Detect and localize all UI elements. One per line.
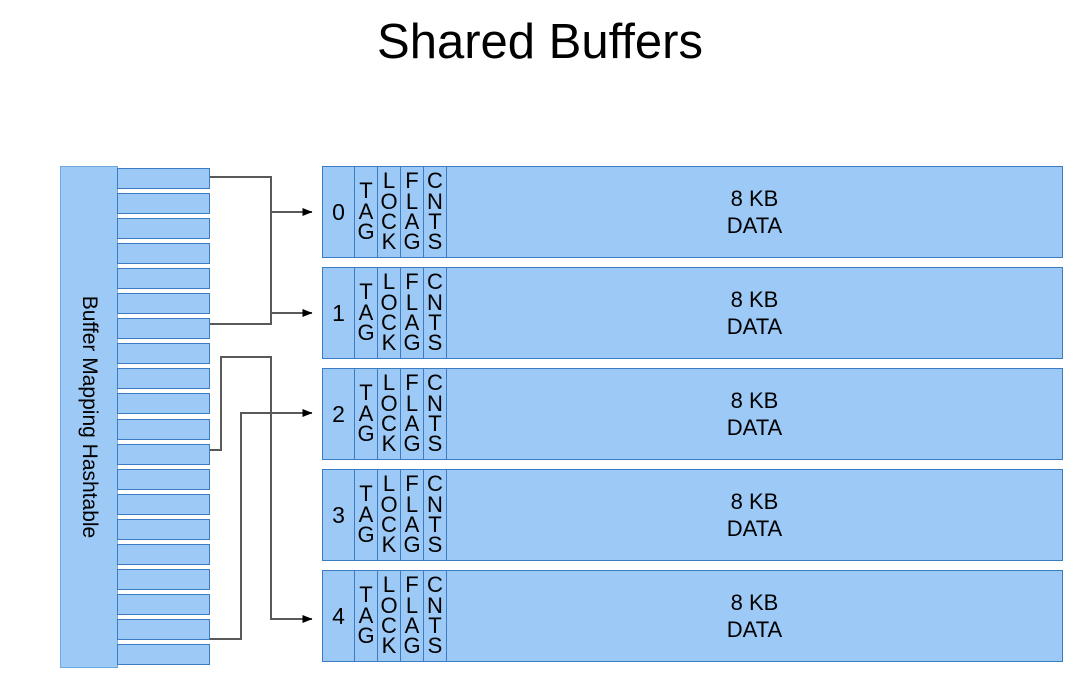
hashtable-slot[interactable]	[117, 468, 210, 490]
buffer-data-size: 8 KB	[730, 286, 779, 312]
hashtable-slot[interactable]	[117, 544, 210, 565]
buffer-data-size: 8 KB	[730, 185, 779, 211]
hashtable-slot[interactable]	[117, 167, 210, 189]
hashtable-slot[interactable]	[117, 569, 210, 591]
hashtable-label-panel: Buffer Mapping Hashtable	[60, 166, 118, 668]
hashtable-slot[interactable]	[117, 518, 210, 540]
buffer-index: 2	[332, 400, 345, 427]
hashtable-slot[interactable]	[117, 217, 210, 239]
connector-slot-12-to-buffer-4	[210, 356, 313, 623]
connector-slot-0-to-buffer-1	[210, 176, 313, 317]
hashtable-slot[interactable]	[117, 644, 210, 666]
buffer-data-label: DATA	[726, 516, 783, 541]
hashtable-slot[interactable]	[117, 594, 210, 616]
hashtable-slot[interactable]	[117, 493, 210, 515]
hashtable-slot[interactable]	[117, 368, 210, 390]
hashtable-slot[interactable]	[117, 318, 210, 340]
buffer-data-label: DATA	[726, 314, 783, 339]
buffer-index: 3	[332, 501, 345, 528]
hashtable-slot[interactable]	[117, 267, 210, 289]
buffer-data-size: 8 KB	[730, 589, 779, 615]
connector-slot-18-to-buffer-2	[210, 409, 313, 640]
hashtable-slot[interactable]	[117, 443, 210, 465]
buffer-data-size: 8 KB	[730, 488, 779, 514]
buffer-index: 1	[332, 299, 345, 326]
buffer-mapping-hashtable: Buffer Mapping Hashtable	[60, 166, 210, 668]
hashtable-slot[interactable]	[117, 293, 210, 314]
buffer-index: 4	[332, 602, 345, 629]
connector-slot-7-to-buffer-0	[210, 208, 313, 325]
hashtable-slot[interactable]	[117, 393, 210, 415]
page-title: Shared Buffers	[377, 15, 703, 69]
hashtable-slot-list	[117, 166, 210, 668]
buffer-data-size: 8 KB	[730, 387, 779, 413]
buffer-data-label: DATA	[726, 415, 783, 440]
hashtable-label: Buffer Mapping Hashtable	[78, 295, 101, 539]
hashtable-slot[interactable]	[117, 242, 210, 264]
hashtable-slot[interactable]	[117, 192, 210, 214]
buffer-data-label: DATA	[726, 213, 783, 238]
buffer-data-label: DATA	[726, 617, 783, 642]
hashtable-slot[interactable]	[117, 619, 210, 641]
hashtable-slot[interactable]	[117, 343, 210, 365]
buffer-index: 0	[332, 198, 345, 225]
hashtable-slot[interactable]	[117, 418, 210, 440]
